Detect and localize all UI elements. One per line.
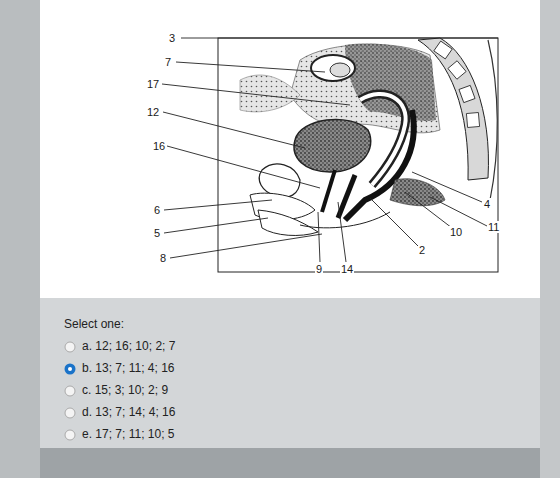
callout-number: 5 — [153, 227, 161, 239]
callout-number: 17 — [146, 78, 160, 90]
callout-number: 2 — [418, 244, 426, 256]
callout-number: 11 — [487, 221, 500, 233]
side-strip — [540, 0, 560, 478]
answer-option: e. 17; 7; 11; 10; 5 — [82, 428, 175, 441]
answer-option: a. 12; 16; 10; 2; 7 — [82, 340, 175, 353]
callout-number: 14 — [340, 263, 354, 275]
leader-line — [162, 38, 498, 262]
vertebrae — [434, 41, 480, 127]
external-structure — [258, 210, 318, 235]
intestine — [290, 44, 440, 133]
callout-number: 3 — [168, 32, 176, 44]
bowel-loop — [311, 55, 355, 81]
page-ground — [40, 0, 540, 298]
callout-number: 9 — [315, 263, 323, 275]
bowel-loop — [330, 63, 350, 77]
sacrum — [418, 38, 488, 180]
radio-button — [65, 342, 76, 440]
callout-number: 4 — [483, 198, 491, 210]
callout-number: 10 — [449, 226, 463, 238]
prompt-text: Select one: — [64, 318, 124, 331]
answer-option: d. 13; 7; 14; 4; 16 — [82, 406, 175, 419]
callout-number: 12 — [146, 106, 160, 118]
callout-number: 8 — [159, 252, 167, 264]
answer-option: b. 13; 7; 11; 4; 16 — [82, 362, 175, 375]
bladder — [294, 119, 371, 172]
callout-number: 16 — [152, 140, 166, 152]
intestine — [345, 43, 436, 121]
callout-number: 7 — [164, 56, 172, 68]
callout-number: 6 — [153, 204, 161, 216]
canal — [338, 175, 355, 218]
side-strip — [0, 0, 40, 478]
quiz-panel — [40, 298, 540, 448]
back-contour — [488, 40, 497, 200]
answer-option: c. 15; 3; 10; 2; 9 — [82, 384, 168, 397]
perineum-contour — [300, 212, 390, 228]
figure-frame — [218, 38, 498, 272]
urethra — [322, 170, 335, 212]
